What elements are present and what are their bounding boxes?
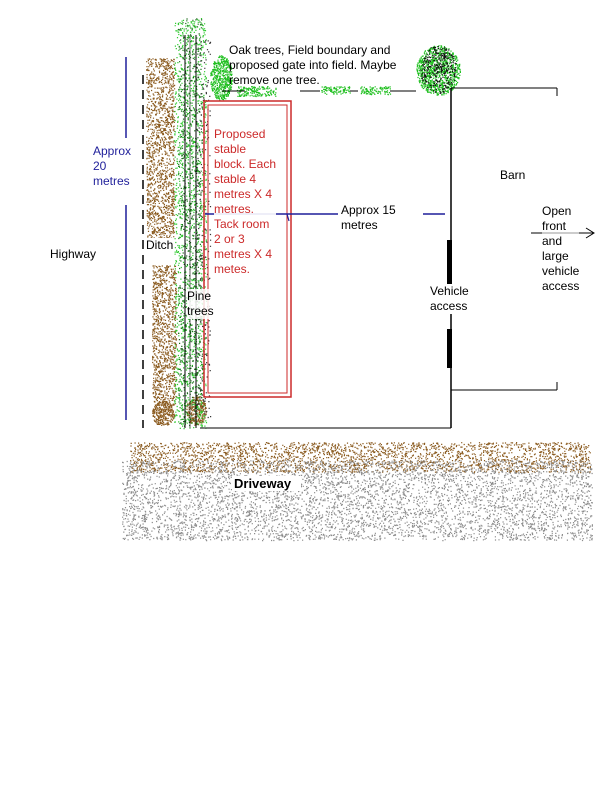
barn-label: Barn [500, 168, 526, 182]
dimension-15m-tick [286, 213, 290, 222]
approx-15-metres-label: Approx 15 metres [341, 203, 396, 232]
vehicle-access-door-top [447, 240, 452, 292]
ditch-label: Ditch [146, 238, 174, 253]
stable-block-description: Proposed stable block. Each stable 4 met… [214, 127, 277, 277]
open-front-label: Open front and large vehicle access [542, 204, 580, 294]
pine-trees-label: Pine trees [187, 289, 214, 319]
oak-trees [210, 45, 461, 101]
oak-trees-note: Oak trees, Field boundary and proposed g… [229, 43, 397, 87]
approx-20-metres-label: Approx 20 metres [93, 144, 132, 188]
vehicle-access-door-bottom [447, 329, 452, 368]
vehicle-access-label: Vehicle access [430, 284, 469, 314]
driveway-label: Driveway [232, 476, 302, 491]
stable-block-inner [207, 104, 288, 394]
driveway-gravel [122, 442, 593, 542]
stable-block-outline [203, 100, 292, 398]
highway-label: Highway [50, 247, 97, 261]
